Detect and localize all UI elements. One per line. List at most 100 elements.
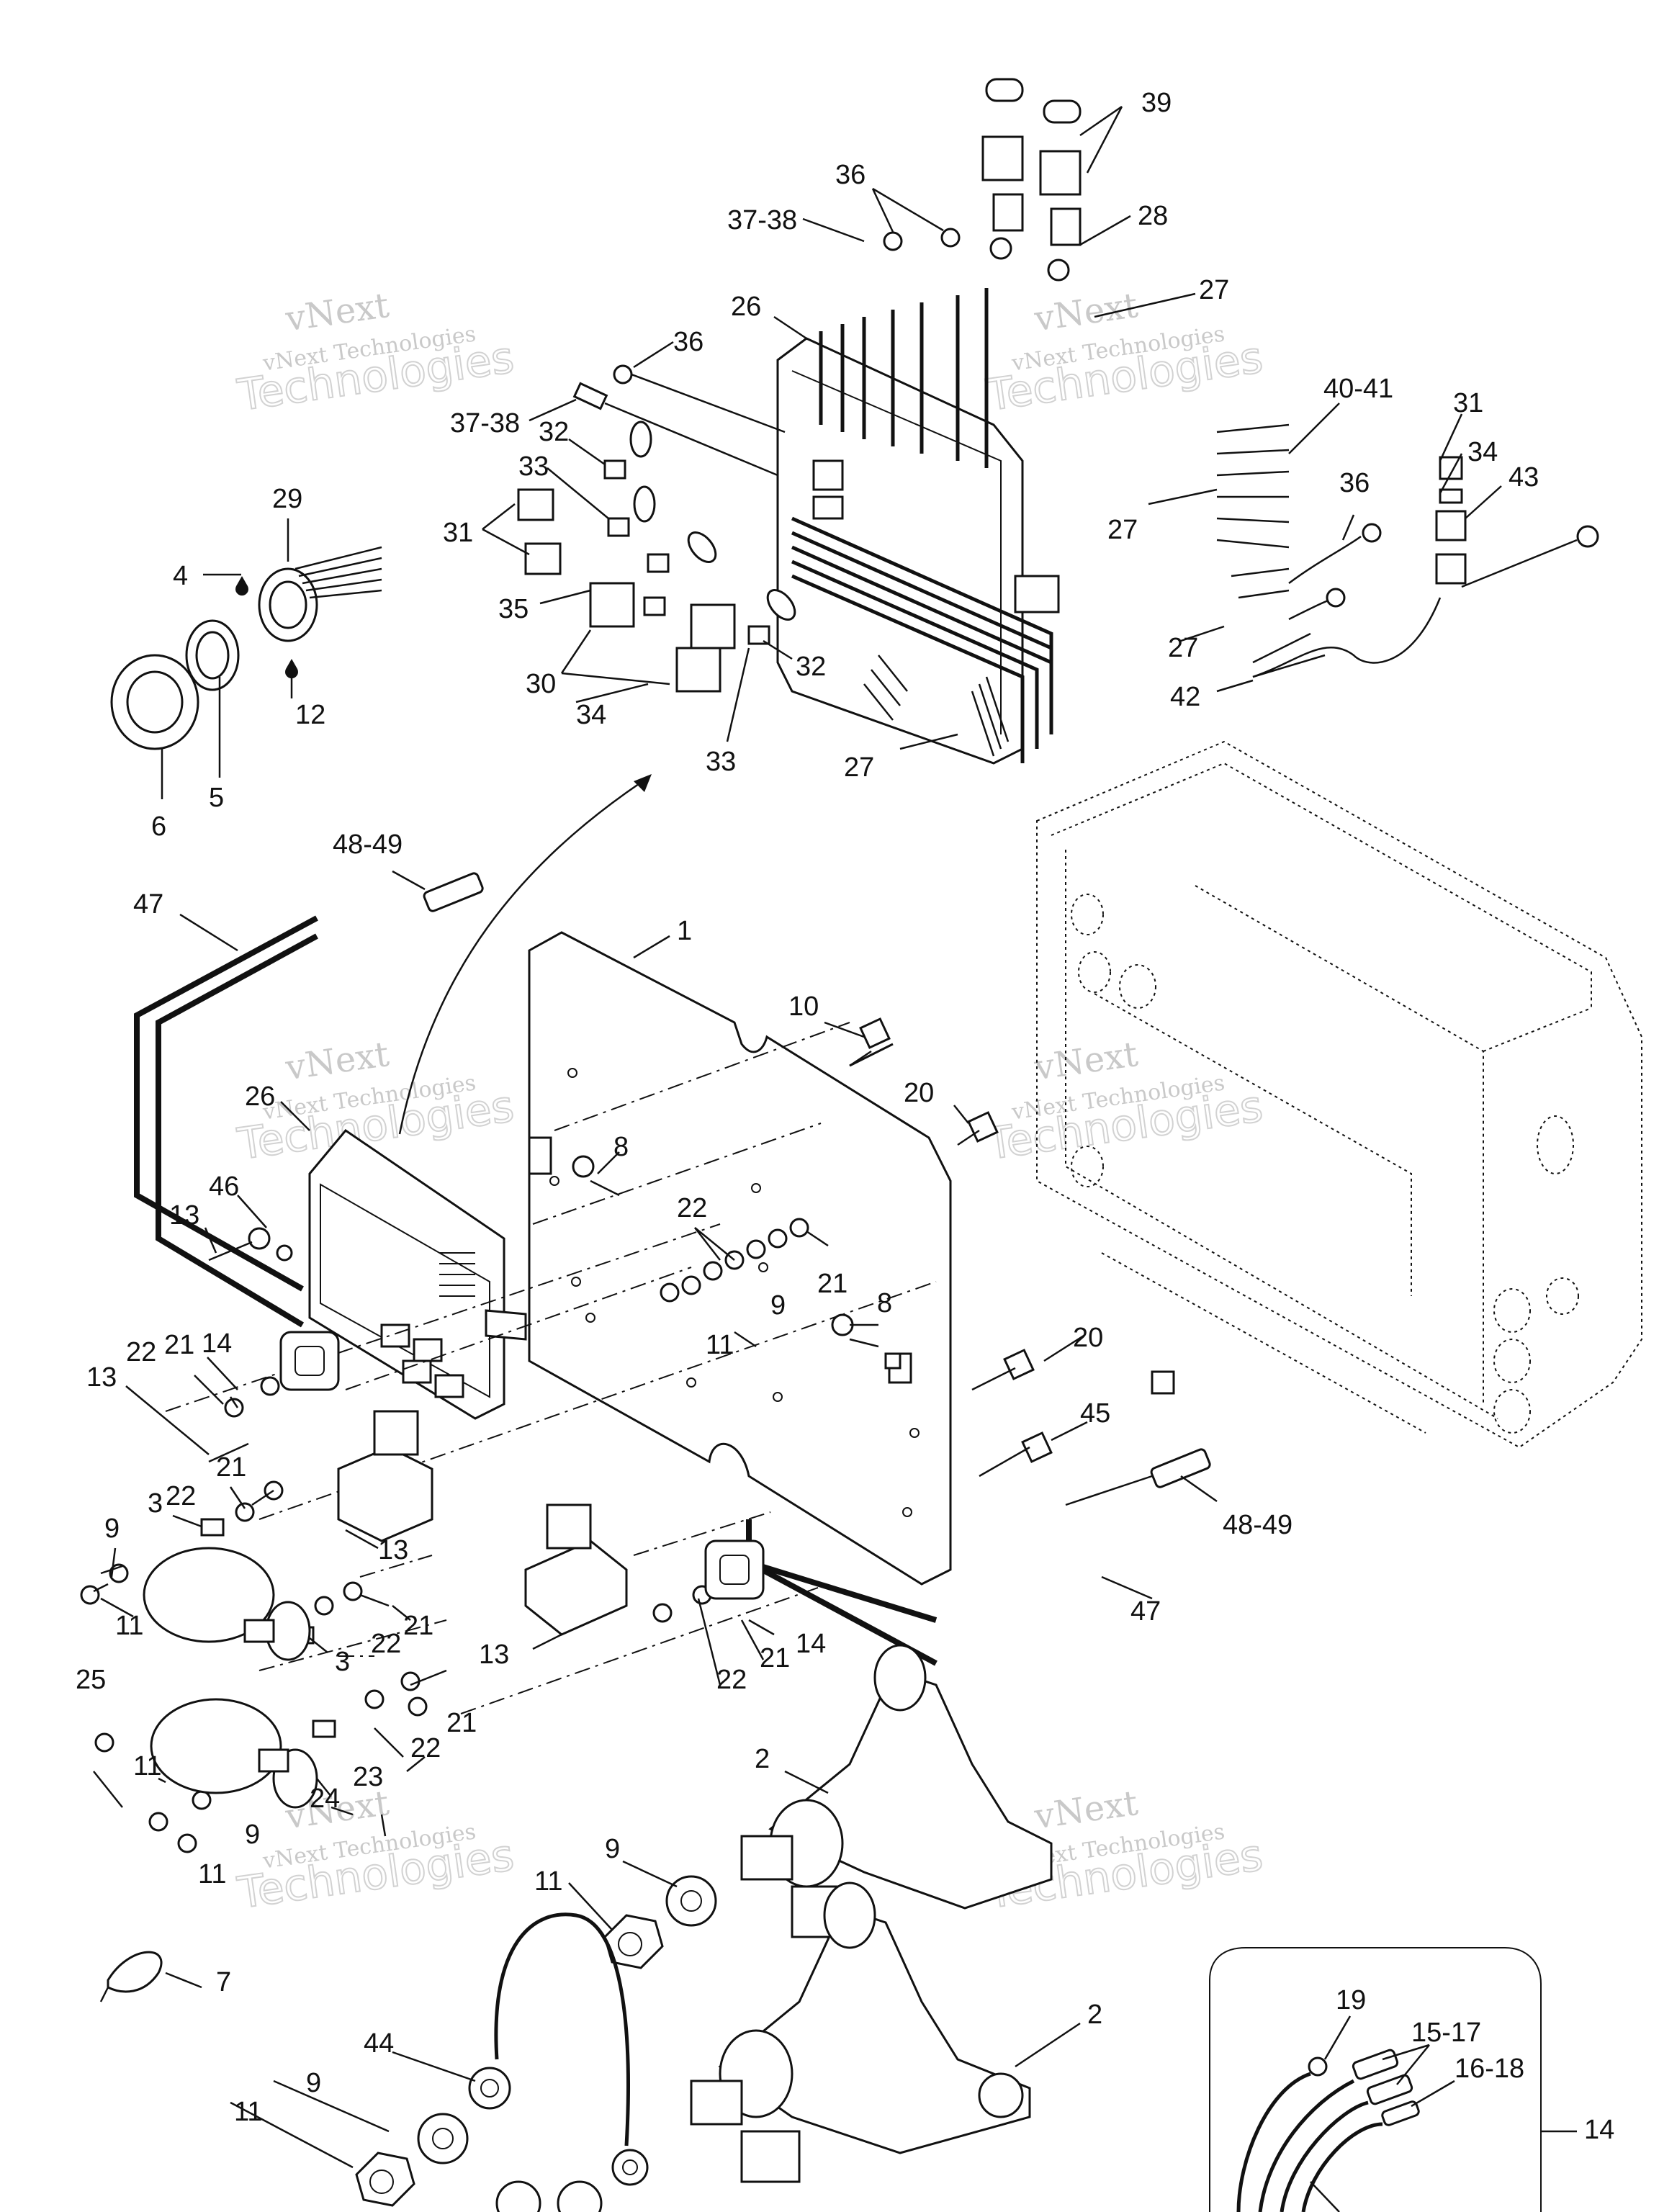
harness-module-lower	[308, 1128, 527, 1420]
callout-label: 26	[731, 292, 761, 322]
callout-label: 32	[539, 417, 569, 447]
callout-label: 13	[86, 1362, 117, 1393]
callout-label: 10	[788, 992, 819, 1022]
fasteners	[80, 1017, 1175, 1853]
assembly-arrow	[398, 774, 652, 1135]
watermark-text: vNext	[282, 1034, 391, 1089]
callout-label: 3	[335, 1647, 350, 1677]
callout-label: 14	[796, 1629, 826, 1659]
callout-label: 47	[133, 889, 163, 920]
callout-label: 11	[706, 1330, 734, 1360]
callout-label: 9	[605, 1834, 620, 1864]
cable-47	[134, 872, 1211, 1666]
callout-label: 22	[371, 1629, 401, 1659]
callout-label: 27	[1199, 275, 1229, 305]
callout-label: 37-38	[450, 408, 520, 439]
callout-label: 40-41	[1323, 374, 1393, 404]
callout-label: 2	[755, 1744, 770, 1774]
callout-label: 20	[904, 1078, 934, 1108]
callout-label: 8	[877, 1288, 892, 1318]
leader-lines	[93, 105, 1577, 2169]
callout-label: 9	[770, 1290, 786, 1321]
callout-label: 36	[673, 327, 703, 357]
callout-label: 28	[1138, 201, 1168, 231]
callout-label: 9	[306, 2068, 321, 2098]
callout-label: 5	[209, 783, 224, 813]
callout-label: 13	[378, 1535, 408, 1565]
callout-label: 25	[76, 1665, 106, 1695]
callout-label: 27	[844, 752, 874, 783]
main-solenoids	[690, 1644, 1053, 2183]
callout-label: 22	[410, 1733, 441, 1763]
callout-label: 13	[169, 1200, 199, 1231]
callout-label: 20	[1073, 1323, 1103, 1353]
watermark-text: vNext	[1031, 285, 1140, 340]
callout-label: 46	[209, 1172, 239, 1202]
receptacle-assembly	[110, 546, 382, 750]
callout-label: 36	[1339, 468, 1370, 498]
callout-label: 21	[760, 1643, 790, 1673]
isolators	[279, 1331, 765, 1600]
callout-label: 34	[1467, 437, 1498, 467]
callout-label: 33	[518, 451, 549, 482]
callout-label: 21	[403, 1611, 433, 1641]
control-box-housing	[1036, 740, 1642, 1449]
callout-label: 37-38	[727, 205, 797, 235]
callout-label: 30	[526, 669, 556, 699]
callout-label: 15-17	[1411, 2018, 1481, 2048]
harness-assembly-top	[517, 78, 1599, 765]
callout-label: 32	[796, 652, 826, 682]
callout-label: 11	[133, 1751, 161, 1781]
callout-label: 3	[148, 1488, 163, 1519]
callout-label: 16-18	[1455, 2054, 1524, 2084]
callout-label: 21	[817, 1269, 848, 1299]
callout-label: 14	[202, 1328, 232, 1359]
battery-cable-hardware	[355, 1875, 717, 2212]
callout-label: 21	[216, 1452, 246, 1483]
callout-label: 8	[613, 1132, 629, 1162]
callout-label: 34	[576, 700, 606, 730]
callout-label: 48-49	[1223, 1510, 1292, 1540]
callout-label: 27	[1168, 633, 1198, 663]
callout-labels: 39 36 37-38 28 27 26 36 37-38 32 33 31 3…	[76, 88, 1614, 2145]
callout-label: 26	[245, 1082, 275, 1112]
callout-label: 45	[1080, 1398, 1110, 1429]
callout-label: 13	[479, 1640, 509, 1670]
assembly-lines	[165, 1022, 937, 1714]
watermark-text: vNext	[1031, 1783, 1140, 1838]
callout-label: 35	[498, 594, 529, 624]
callout-label: 22	[126, 1337, 156, 1367]
callout-label: 4	[173, 561, 188, 591]
watermark-text: vNext	[1031, 1034, 1140, 1089]
callout-label: 48-49	[333, 830, 403, 860]
callout-label: 21	[446, 1708, 477, 1738]
callout-label: 6	[151, 811, 166, 842]
callout-label: 33	[706, 747, 736, 777]
callout-label: 39	[1141, 88, 1172, 118]
callout-label: 11	[198, 1859, 226, 1889]
watermark-text: vNext	[282, 285, 391, 340]
callout-label: 22	[677, 1193, 707, 1223]
callout-label: 31	[1453, 388, 1483, 418]
callout-label: 12	[295, 700, 325, 730]
capacitors	[93, 1547, 318, 1809]
callout-label: 22	[716, 1665, 747, 1695]
callout-label: 22	[166, 1481, 196, 1511]
callout-label: 24	[310, 1784, 340, 1814]
callout-label: 43	[1509, 462, 1539, 493]
callout-label: 11	[534, 1866, 562, 1897]
callout-label: 7	[216, 1967, 231, 1997]
callout-label: 23	[353, 1762, 383, 1792]
inset-detail-box	[1209, 1947, 1542, 2212]
callout-label: 19	[1336, 1985, 1366, 2015]
callout-label: 31	[443, 518, 473, 548]
callout-label: 2	[1087, 2000, 1102, 2030]
callout-label: 14	[1584, 2115, 1614, 2145]
small-solenoids	[337, 1410, 628, 1636]
callout-label: 11	[115, 1611, 143, 1641]
callout-label: 36	[835, 160, 866, 190]
callout-label: 27	[1107, 515, 1138, 545]
callout-label: 29	[272, 484, 302, 514]
callout-label: 21	[164, 1330, 194, 1360]
